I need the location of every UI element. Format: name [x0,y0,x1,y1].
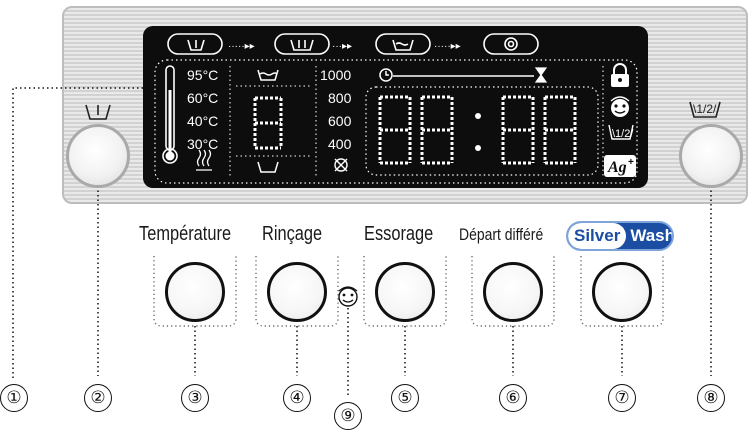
temp-60: 60°C [187,90,218,106]
wash-pill [274,33,330,55]
colon-dot-bottom [475,145,481,151]
sequence-bar [167,33,539,55]
callout-8: ⑧ [697,384,725,412]
clock-icon [379,68,393,82]
hourglass-icon [534,67,548,83]
svg-text:\1/2/: \1/2/ [612,128,634,140]
svg-text:+: + [628,157,634,168]
silverwash-wash: Wash [630,226,674,245]
temp-30: 30°C [187,136,218,152]
lcd-inner-frame [154,59,638,184]
prewash-tub-icon [85,104,111,120]
wash-tub-icon [290,39,314,51]
temp-95: 95°C [187,67,218,83]
spin-icon [504,37,518,51]
leader-lines [12,87,712,398]
rinse-tub-icon [392,39,414,51]
leader-1 [12,87,146,378]
svg-text:·····▸▸: ·····▸▸ [434,41,461,52]
silverwash-silver: Silver [568,223,627,249]
spin-pill [483,33,539,55]
prewash-pill [167,33,223,55]
lock-icon [611,63,629,87]
no-spin-icon [334,158,348,172]
callout-9: ⑨ [334,402,362,430]
svg-text:\1/2/: \1/2/ [693,102,717,116]
spin-button[interactable] [375,262,435,322]
spin-800: 800 [328,90,352,106]
spin-600: 600 [328,113,352,129]
left-knob[interactable] [66,124,130,188]
callout-2: ② [84,384,112,412]
svg-text:·····▸▸: ·····▸▸ [228,41,255,52]
label-delayed-start: Départ différé [459,225,544,244]
rinse-pill [375,33,431,55]
child-face-icon [610,96,630,117]
callout-6: ⑥ [499,384,527,412]
rinse-bottom-icon [257,161,279,173]
right-knob[interactable] [679,124,743,188]
callout-4: ④ [283,384,311,412]
rinse-button[interactable] [267,262,327,322]
half-load-knob-icon: \1/2/ [689,101,721,118]
temp-40: 40°C [187,113,218,129]
rinse-top-icon [257,69,279,81]
callout-5: ⑤ [391,384,419,412]
delayed-start-button[interactable] [483,262,543,322]
prewash-tub-icon [187,39,205,51]
label-temperature: Température [139,223,232,245]
callout-1: ① [0,384,28,412]
half-load-icon: \1/2/ [608,124,634,140]
temperature-button[interactable] [165,262,225,322]
lcd-display [143,26,648,188]
spin-1000: 1000 [320,67,351,83]
spin-400: 400 [328,136,352,152]
label-spin: Essorage [364,223,434,245]
silverwash-button[interactable] [592,262,652,322]
colon-dot-top [475,113,481,119]
child-lock-face-icon [338,286,358,307]
svg-text:···▸▸: ···▸▸ [332,41,352,52]
label-rinse: Rinçage [262,223,323,245]
ag-plus-icon: Ag + [604,155,636,177]
callout-3: ③ [181,384,209,412]
rinse-digit [253,96,283,150]
silverwash-logo: Silver Wash [566,221,674,251]
cold-wash-icon [196,149,212,171]
time-frame [365,86,599,176]
callout-7: ⑦ [608,384,636,412]
svg-text:Ag: Ag [607,159,627,176]
time-digits [378,95,577,165]
sequence-arrows: ·····▸▸ ···▸▸ ·····▸▸ [228,41,461,52]
